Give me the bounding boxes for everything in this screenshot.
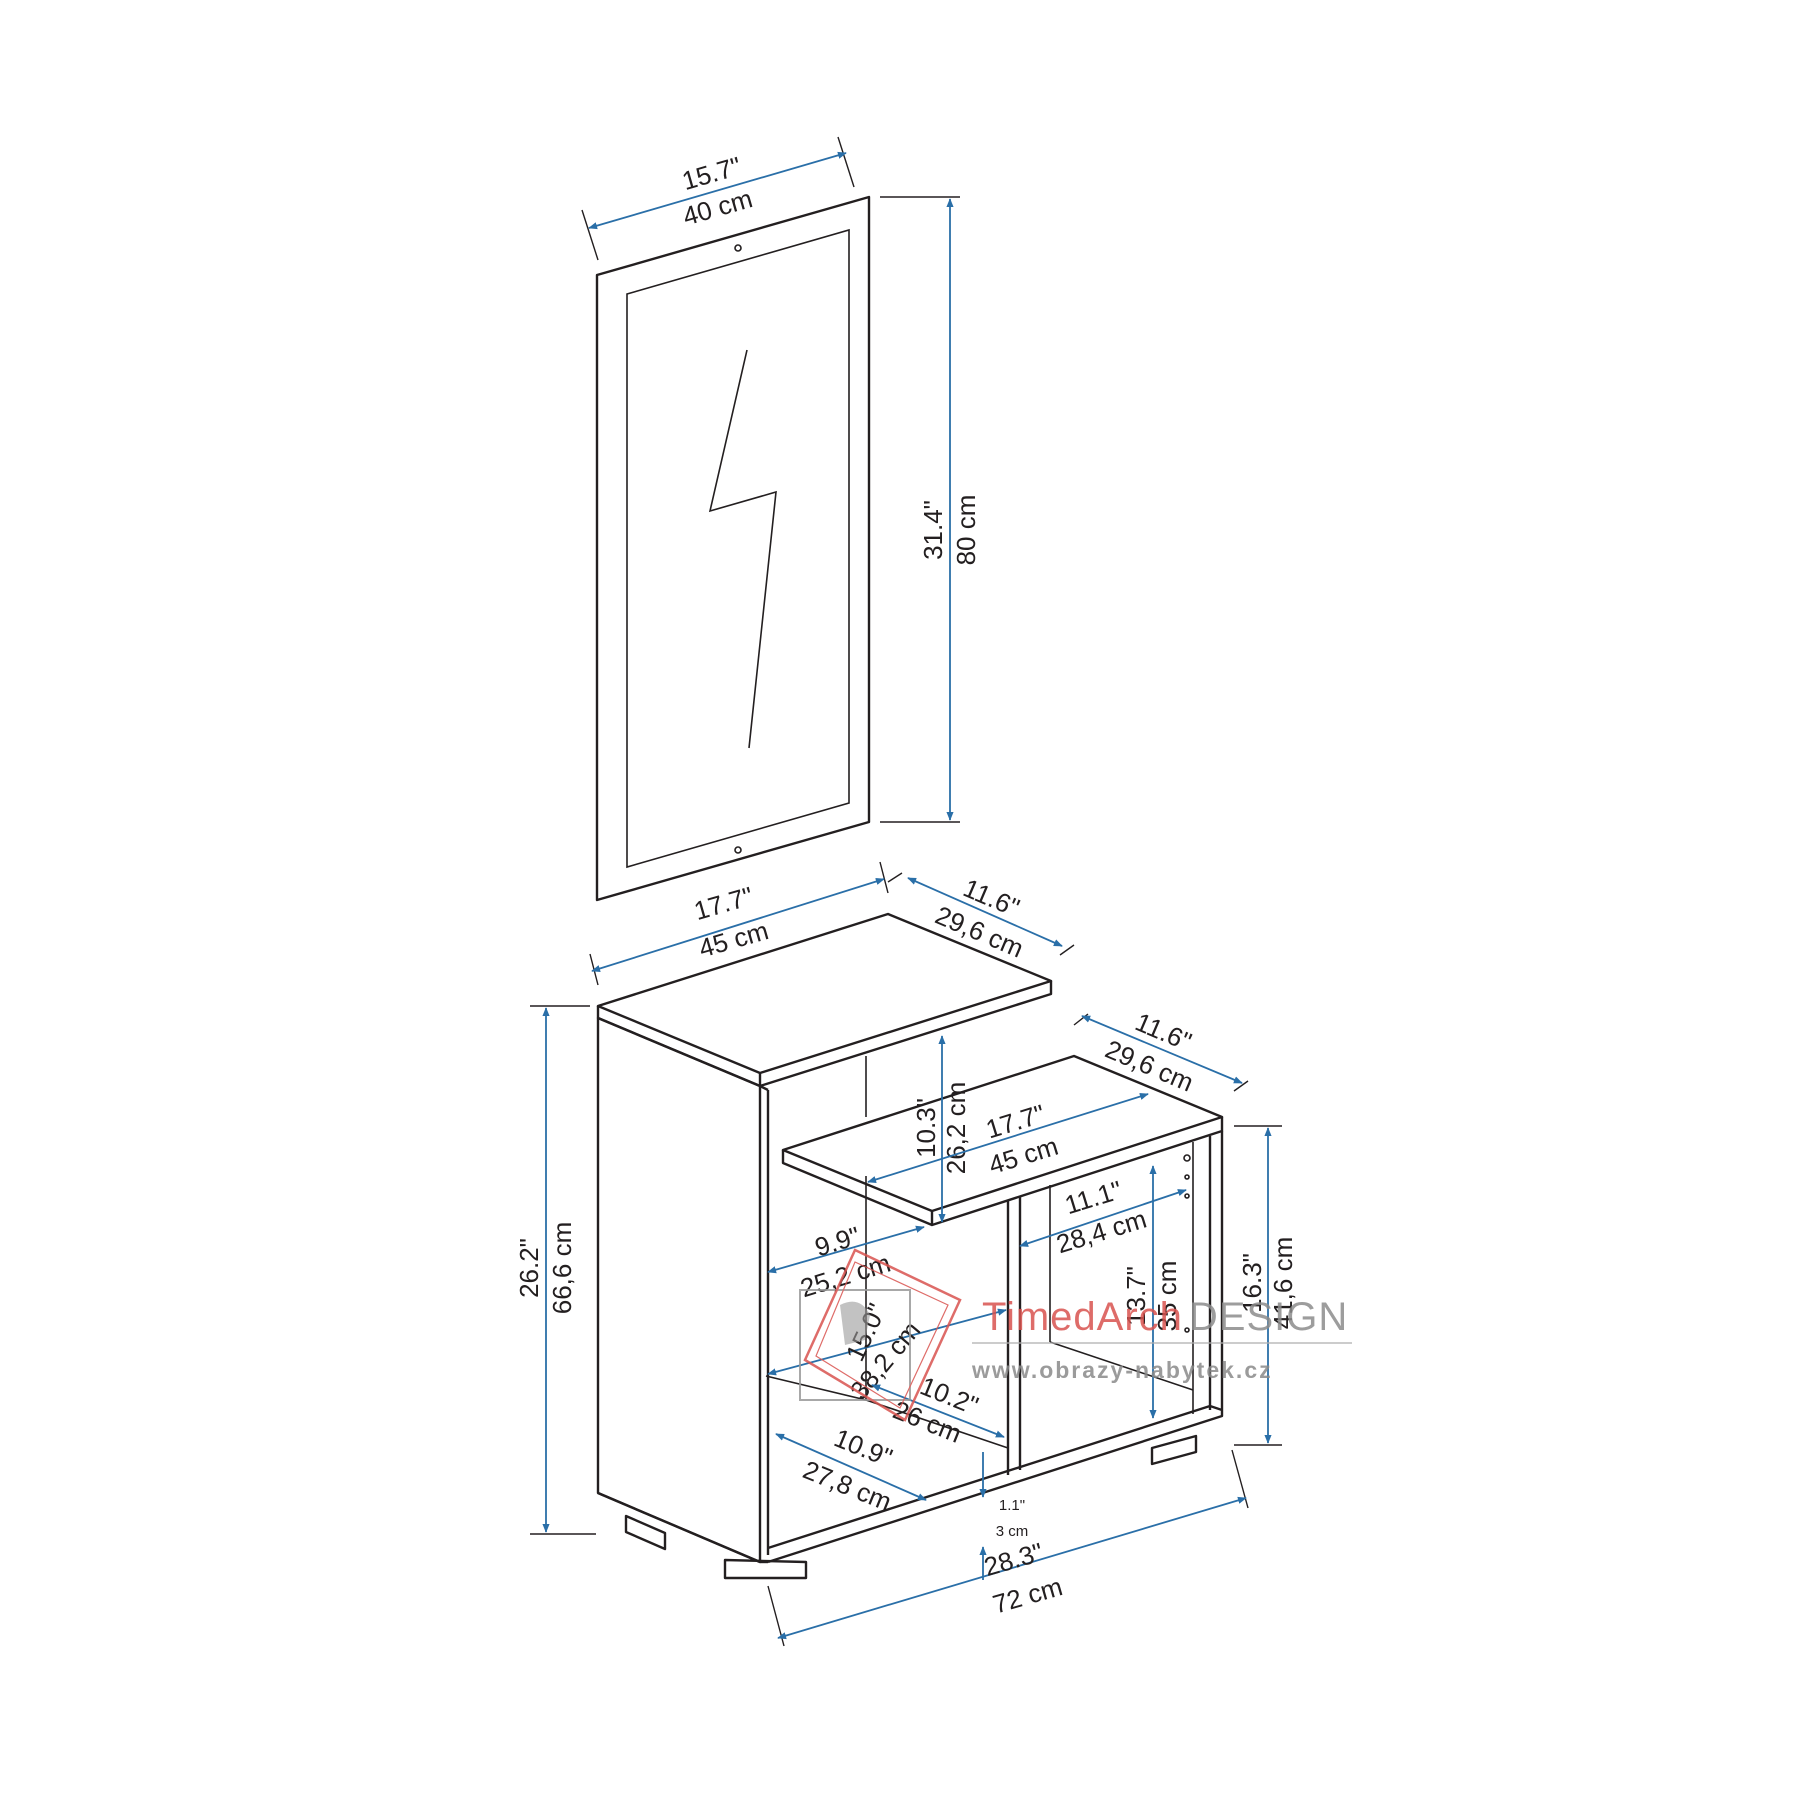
watermark-logo bbox=[799, 1248, 962, 1422]
foot-back-left bbox=[624, 1514, 667, 1551]
dimension-right-inner-height: 13.7" 35 cm bbox=[1121, 1165, 1182, 1419]
mirror bbox=[595, 195, 871, 902]
total-width-in: 28.3" bbox=[981, 1537, 1047, 1582]
dimension-mirror-height: 31.4" 80 cm bbox=[880, 196, 981, 823]
dimension-right-section-height: 16.3" 41,6 cm bbox=[1234, 1125, 1298, 1446]
watermark-brand-prefix: TimedArch bbox=[982, 1295, 1183, 1339]
mirror-bottom-screw bbox=[734, 846, 742, 854]
left-upper-depth-cm: 25,2 cm bbox=[797, 1248, 894, 1304]
total-height-cm: 66,6 cm bbox=[547, 1222, 577, 1315]
watermark-url: www.obrazy-nabytek.cz bbox=[971, 1357, 1273, 1383]
mirror-height-cm: 80 cm bbox=[951, 495, 981, 566]
left-inner-depth-in: 10.9" bbox=[830, 1423, 897, 1473]
mirror-top-screw bbox=[734, 244, 742, 252]
dimension-left-inner-depth: 10.9" 27,8 cm bbox=[775, 1423, 927, 1517]
mirror-height-in: 31.4" bbox=[918, 500, 948, 560]
dimension-total-height: 26.2" 66,6 cm bbox=[514, 1005, 596, 1535]
feet-height-cm: 3 cm bbox=[996, 1523, 1029, 1540]
feet-height-in: 1.1" bbox=[999, 1497, 1025, 1514]
upper-opening-height-in: 10.3" bbox=[911, 1098, 941, 1158]
foot-front-right bbox=[1150, 1434, 1198, 1466]
dimension-top-width: 17.7" 45 cm bbox=[589, 861, 889, 986]
dimension-shelf-depth: 11.6" 29,6 cm bbox=[1073, 1007, 1249, 1098]
total-height-in: 26.2" bbox=[514, 1238, 544, 1298]
upper-opening-height-cm: 26,2 cm bbox=[941, 1082, 971, 1175]
cabinet bbox=[596, 912, 1224, 1580]
dimension-top-depth: 11.6" 29,6 cm bbox=[887, 872, 1075, 964]
dimension-mirror-width: 15.7" 40 cm bbox=[581, 136, 855, 261]
right-inner-height-cm: 35 cm bbox=[1152, 1261, 1182, 1332]
right-inner-height-in: 13.7" bbox=[1121, 1266, 1151, 1326]
dimension-upper-opening-height: 10.3" 26,2 cm bbox=[911, 1035, 971, 1223]
mirror-glass bbox=[626, 228, 850, 869]
right-section-height-in: 16.3" bbox=[1237, 1253, 1267, 1313]
mirror-reflection-line bbox=[708, 349, 777, 749]
mirror-frame bbox=[595, 195, 871, 902]
right-section-height-cm: 41,6 cm bbox=[1268, 1237, 1298, 1330]
watermark-brand-suffix: DESIGN bbox=[1189, 1295, 1348, 1339]
cabinet-left-side bbox=[596, 1016, 762, 1564]
